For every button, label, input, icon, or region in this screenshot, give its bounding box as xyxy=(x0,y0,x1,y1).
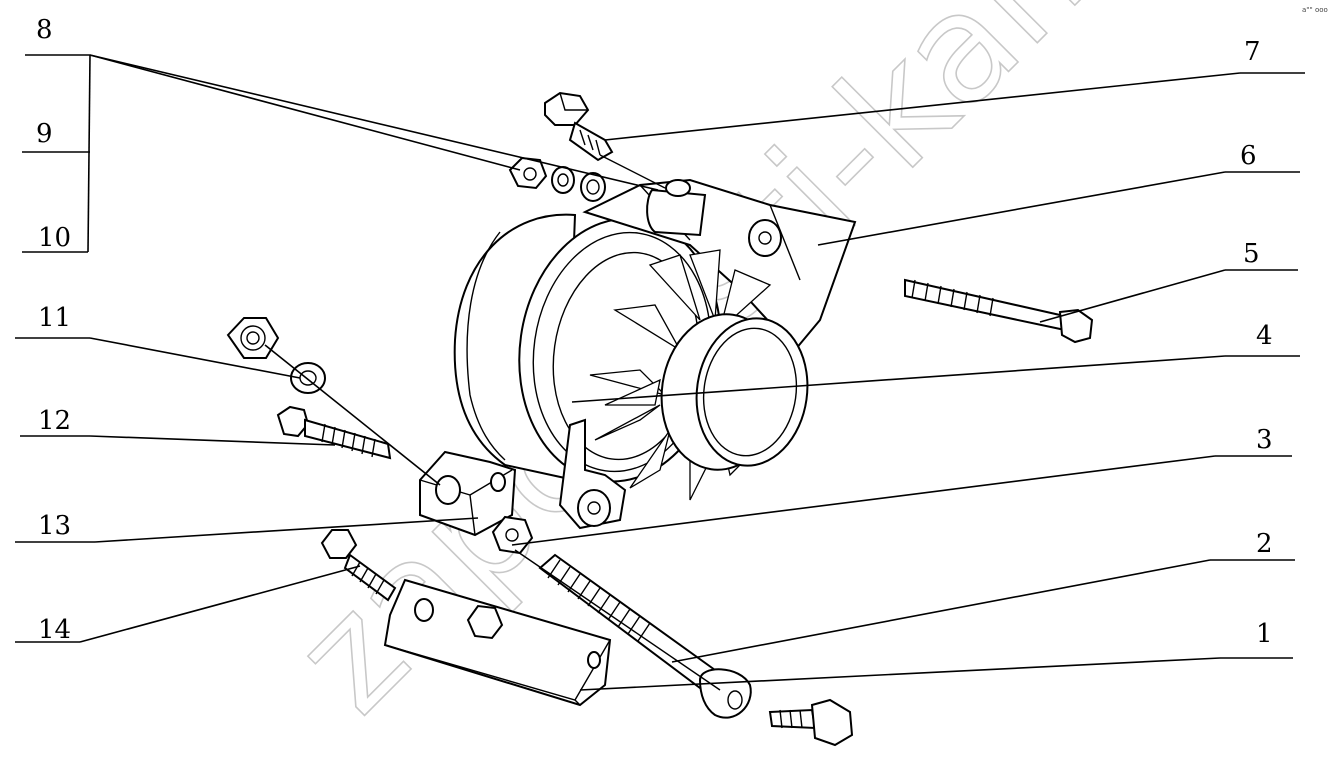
callout-label-1: 1 xyxy=(1256,619,1273,649)
corner-mark: a"" ooo xyxy=(1302,6,1328,14)
callout-label-6: 6 xyxy=(1240,141,1257,171)
bolt-7 xyxy=(544,91,614,162)
pulley-front xyxy=(695,317,809,467)
bracket-13 xyxy=(419,450,517,537)
alternator xyxy=(453,178,857,530)
bolt-lower-right xyxy=(768,698,854,747)
bolt-14 xyxy=(320,529,397,602)
bar-1 xyxy=(383,578,612,707)
callout-label-9: 9 xyxy=(36,119,53,149)
long-bolt-5 xyxy=(904,278,1094,344)
callout-label-8: 8 xyxy=(36,15,53,45)
callout-label-2: 2 xyxy=(1256,529,1273,559)
callout-label-3: 3 xyxy=(1256,425,1273,455)
callout-label-11: 11 xyxy=(38,303,71,333)
leader-lines xyxy=(15,54,1305,691)
callout-label-4: 4 xyxy=(1256,321,1273,351)
callout-label-10: 10 xyxy=(38,223,71,253)
callout-label-14: 14 xyxy=(38,615,71,645)
callout-label-12: 12 xyxy=(38,406,71,436)
callout-label-13: 13 xyxy=(38,511,71,541)
bolt-12 xyxy=(276,405,392,460)
callout-label-7: 7 xyxy=(1244,37,1261,67)
bracket-sleeve xyxy=(646,188,707,237)
nut-11 xyxy=(226,317,280,359)
washer-10 xyxy=(580,172,606,202)
callout-labels: 8 9 10 11 12 13 14 7 6 5 4 3 2 1 xyxy=(36,15,1273,649)
tension-rod-2 xyxy=(538,553,752,719)
callout-label-5: 5 xyxy=(1243,239,1260,269)
washer-9 xyxy=(551,166,575,194)
bracket-eye xyxy=(748,219,782,257)
